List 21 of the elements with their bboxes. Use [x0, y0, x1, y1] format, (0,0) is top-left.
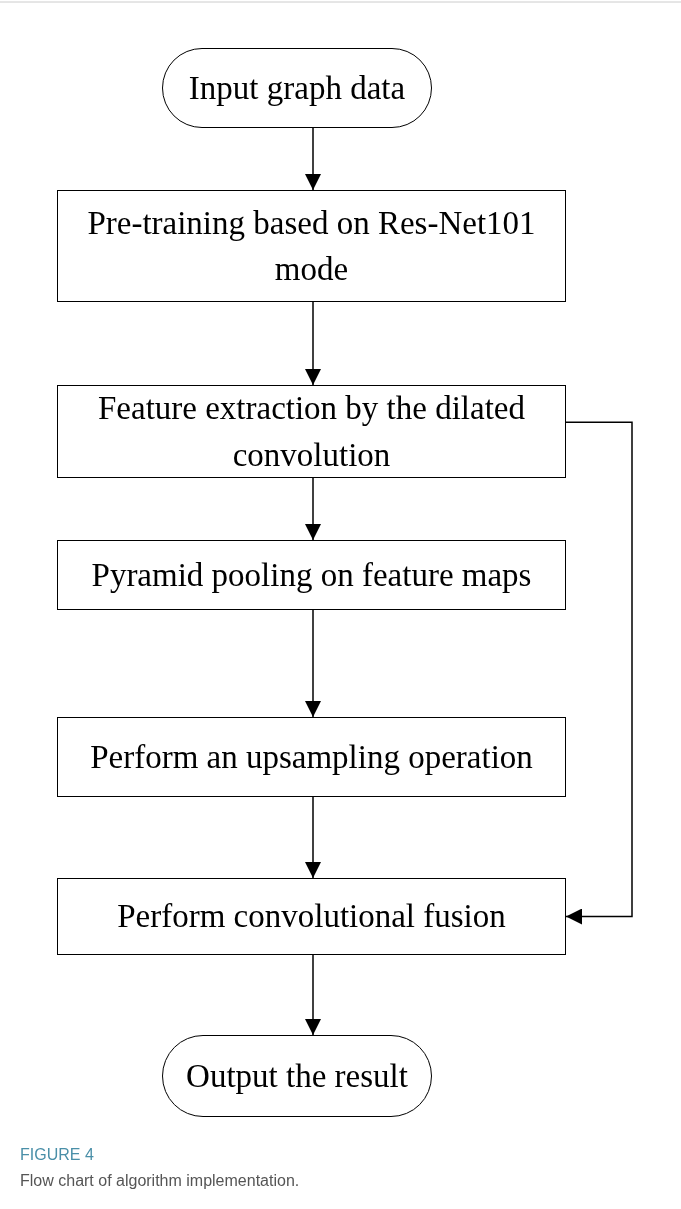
arrow — [305, 477, 321, 541]
arrow — [305, 301, 321, 386]
process-box — [57, 190, 566, 302]
process-box — [57, 717, 566, 797]
node-label: Pyramid pooling on feature maps — [90, 555, 533, 595]
arrow — [565, 421, 633, 925]
process-box — [57, 878, 566, 955]
node-label: Input graph data — [187, 68, 407, 108]
node-label: Feature extraction by the dilated convolution — [97, 389, 526, 475]
arrow — [305, 127, 321, 191]
figure-number: FIGURE 4 — [20, 1146, 94, 1164]
node-label: Perform convolutional fusion — [116, 897, 507, 937]
node-label: Perform an upsampling operation — [89, 737, 534, 777]
node-label: Output the result — [185, 1056, 409, 1096]
arrow — [305, 954, 321, 1036]
arrow — [305, 796, 321, 879]
process-box — [57, 540, 566, 610]
arrow — [305, 609, 321, 718]
figure-caption: Flow chart of algorithm implementation. — [20, 1172, 300, 1190]
process-box — [57, 385, 566, 478]
node-label: Pre-training based on Res-Net101 mode — [86, 203, 537, 289]
